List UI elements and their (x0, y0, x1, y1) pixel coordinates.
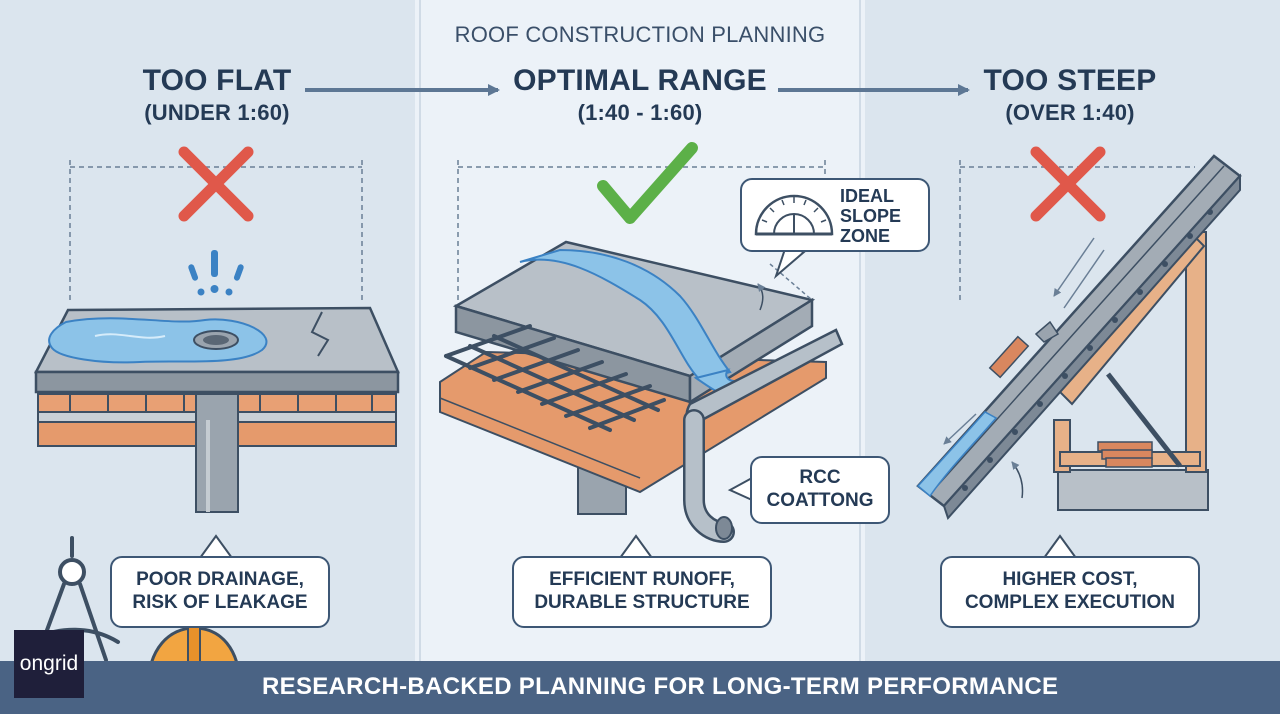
red-x-icon (178, 146, 254, 222)
ideal-label-line2: SLOPE (840, 206, 902, 226)
footer-bar (0, 661, 1280, 714)
footer-tagline: RESEARCH-BACKED PLANNING FOR LONG-TERM P… (262, 673, 1059, 700)
rcc-label-line1: RCC (799, 467, 841, 488)
ideal-slope-zone-callout: IDEAL SLOPE ZONE (740, 178, 930, 252)
too-steep-heading: TOO STEEP (983, 64, 1157, 97)
red-x-icon (1030, 146, 1106, 222)
ideal-label-line1: IDEAL (840, 186, 894, 206)
alert-icon (188, 250, 244, 296)
optimal-range-illustration (439, 142, 844, 543)
page-title: ROOF CONSTRUCTION PLANNING (454, 22, 826, 47)
too-steep-illustration (916, 146, 1242, 520)
optimal-caption-line1: EFFICIENT RUNOFF, (549, 569, 735, 590)
rcc-coating-callout: RCC COATTONG (750, 456, 890, 524)
optimal-range-range: (1:40 - 1:60) (577, 100, 703, 125)
too-flat-caption: POOR DRAINAGE, RISK OF LEAKAGE (110, 556, 330, 628)
too-steep-range: (OVER 1:40) (1005, 100, 1135, 125)
too-steep-caption-line2: COMPLEX EXECUTION (964, 592, 1176, 613)
too-flat-range: (UNDER 1:60) (144, 100, 290, 125)
optimal-range-caption: EFFICIENT RUNOFF, DURABLE STRUCTURE (512, 556, 772, 628)
rcc-label-line2: COATTONG (766, 490, 874, 511)
ongrid-logo: ongrid (14, 630, 84, 698)
optimal-caption-line2: DURABLE STRUCTURE (534, 592, 750, 613)
too-flat-caption-line2: RISK OF LEAKAGE (132, 592, 308, 613)
too-flat-heading: TOO FLAT (142, 64, 292, 97)
green-check-icon (597, 142, 698, 224)
protractor-icon (754, 194, 834, 236)
too-flat-illustration (33, 146, 400, 513)
optimal-range-heading: OPTIMAL RANGE (513, 64, 767, 97)
too-steep-caption-line1: HIGHER COST, (1002, 569, 1138, 590)
too-flat-caption-line1: POOR DRAINAGE, (136, 569, 304, 590)
ideal-label-line3: ZONE (840, 226, 891, 246)
logo-text: ongrid (19, 652, 79, 675)
too-steep-caption: HIGHER COST, COMPLEX EXECUTION (940, 556, 1200, 628)
